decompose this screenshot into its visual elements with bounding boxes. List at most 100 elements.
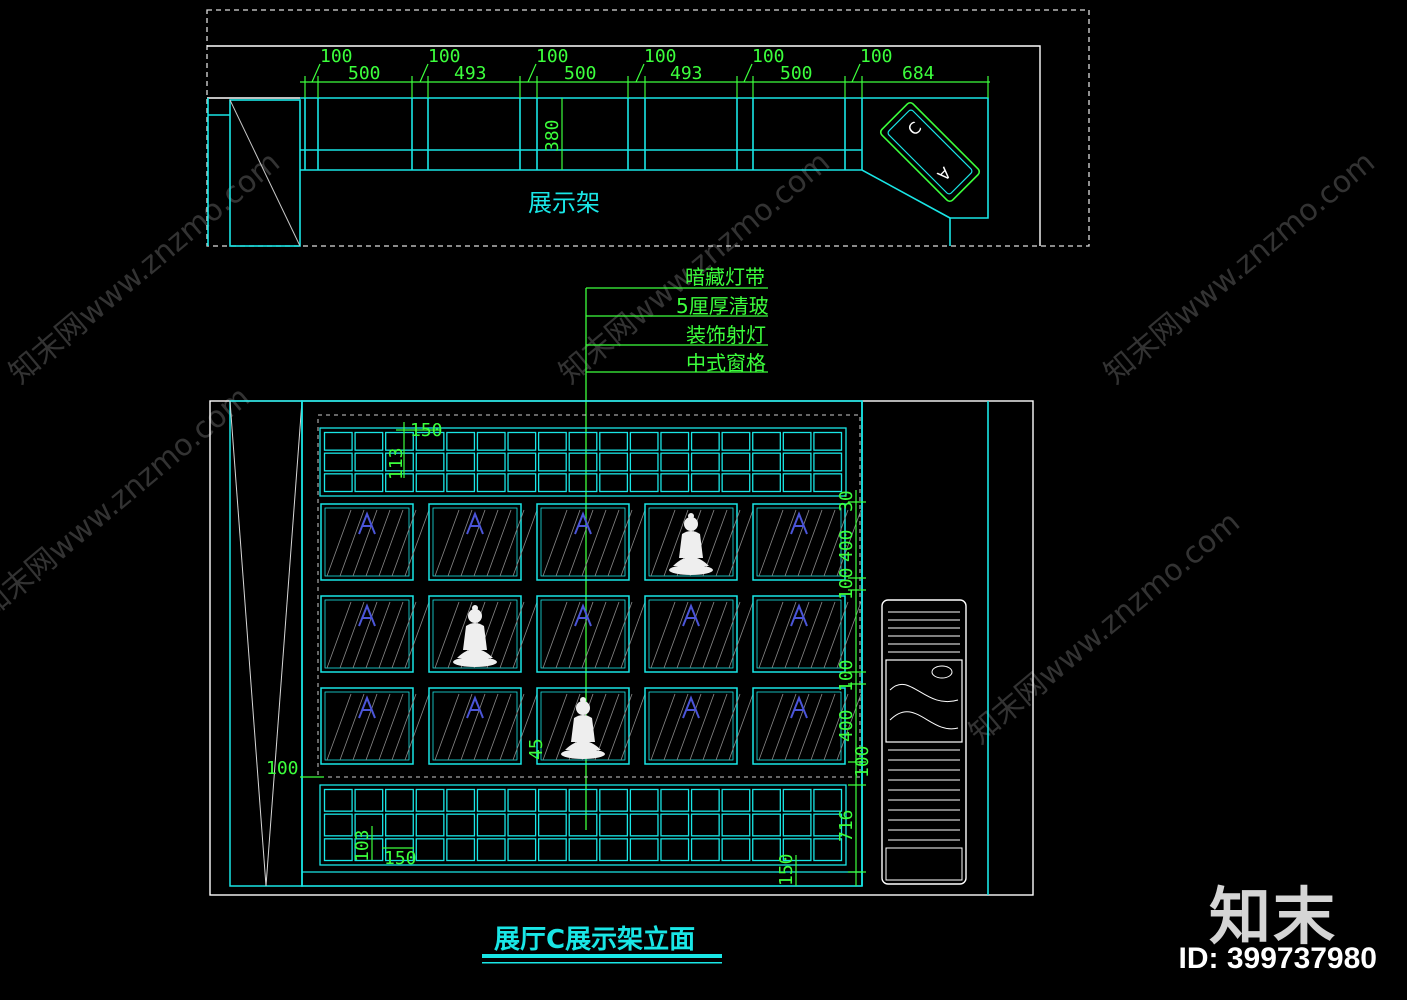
spotlight-marker-icon <box>574 603 592 627</box>
spotlight-marker-icon <box>358 511 376 535</box>
lattice-cell <box>721 452 751 472</box>
plan-width-dim: 500 <box>348 63 381 84</box>
lattice-cell <box>721 838 751 862</box>
plan-spacing-dim: 100 <box>752 46 785 67</box>
lattice-cell <box>476 452 506 472</box>
display-niche <box>320 687 430 765</box>
dim-bottom-103: 103 <box>352 829 373 862</box>
plan-width-dim: 500 <box>564 63 597 84</box>
brand-logo: 知末 <box>1208 880 1337 953</box>
lattice-cell <box>690 431 720 451</box>
lattice-cell <box>752 838 781 862</box>
dim-right: 150 <box>776 853 797 886</box>
display-niche <box>428 503 538 581</box>
display-niche <box>752 595 862 673</box>
lattice-cell <box>568 813 598 837</box>
elevation-title: 展厅C展示架立面 <box>494 924 695 955</box>
plan-depth-dim: 380 <box>542 119 563 152</box>
dim-right: 100 <box>852 745 873 778</box>
lattice-cell <box>415 452 445 472</box>
air-conditioner-icon <box>881 599 967 885</box>
lattice-cell <box>629 431 659 451</box>
display-niche <box>536 503 646 581</box>
lattice-cell <box>782 431 812 451</box>
lattice-cell <box>599 788 629 812</box>
lattice-cell <box>690 473 720 493</box>
display-niche <box>320 503 430 581</box>
lattice-cell <box>721 788 751 812</box>
lattice-cell <box>690 452 720 472</box>
lattice-cell <box>782 838 812 862</box>
lattice-cell <box>415 813 445 837</box>
buddha-statue-icon <box>453 605 497 667</box>
lattice-cell <box>568 838 598 862</box>
lattice-cell <box>446 431 476 451</box>
dim-top-cell-height: 113 <box>386 447 407 480</box>
plan-spacing-dim: 100 <box>644 46 677 67</box>
plan-spacing-dim: 100 <box>320 46 353 67</box>
dim-right: 100 <box>836 567 857 600</box>
display-niche <box>752 687 862 765</box>
lattice-cell <box>660 813 690 837</box>
plan-spacing-dim: 100 <box>536 46 569 67</box>
lattice-cell <box>354 431 384 451</box>
lattice-cell <box>782 452 812 472</box>
display-niche <box>536 687 646 765</box>
plan-view: C A 100 100 100 100 100 100 500 493 500 … <box>206 9 1090 247</box>
plan-width-dim: 493 <box>454 63 487 84</box>
buddha-statue-icon <box>669 513 713 575</box>
display-niches <box>320 503 862 765</box>
lattice-cell <box>446 813 476 837</box>
lattice-cell <box>660 473 690 493</box>
lattice-cell <box>782 813 812 837</box>
callout-clear-glass: 5厘厚清玻 <box>676 294 769 318</box>
lattice-cell <box>476 431 506 451</box>
watermark-text: 知末网www.znzmo.com <box>1098 145 1382 391</box>
spotlight-marker-icon <box>358 695 376 719</box>
buddha-statue-icon <box>561 697 605 759</box>
svg-text:A: A <box>934 163 955 184</box>
display-niche <box>428 595 538 673</box>
top-lattice <box>319 427 847 497</box>
watermark-text: 知末网www.znzmo.com <box>3 145 287 391</box>
lattice-cell <box>476 813 506 837</box>
lattice-frame <box>319 784 847 866</box>
plan-width-dim: 500 <box>780 63 813 84</box>
display-niche <box>536 595 646 673</box>
lattice-cell <box>354 473 384 493</box>
watermark-text: 知末网www.znzmo.com <box>963 505 1247 751</box>
lattice-cell <box>507 813 537 837</box>
dim-right: 716 <box>836 809 857 842</box>
lattice-cell <box>752 813 781 837</box>
display-niche <box>644 595 754 673</box>
lattice-cell <box>354 838 384 862</box>
spotlight-marker-icon <box>790 695 808 719</box>
spotlight-marker-icon <box>466 695 484 719</box>
display-niche <box>428 687 538 765</box>
lattice-cell <box>476 838 506 862</box>
lattice-cell <box>476 473 506 493</box>
dim-bottom-150: 150 <box>384 848 417 869</box>
lattice-cell <box>354 788 384 812</box>
lattice-cell <box>782 788 812 812</box>
lattice-cell <box>813 452 843 472</box>
lattice-cell <box>446 788 476 812</box>
lattice-cell <box>446 452 476 472</box>
lattice-cell <box>476 788 506 812</box>
lattice-cell <box>415 473 445 493</box>
lattice-cell <box>385 813 414 837</box>
callout-spotlight: 装饰射灯 <box>686 323 766 347</box>
dim-center-small: 45 <box>526 738 547 760</box>
lattice-cell <box>660 452 690 472</box>
lattice-cell <box>629 473 659 493</box>
lattice-cell <box>568 788 598 812</box>
spotlight-marker-icon <box>682 603 700 627</box>
lattice-cell <box>385 838 414 862</box>
lattice-cell <box>752 431 781 451</box>
lattice-cell <box>752 473 781 493</box>
lattice-cell <box>599 838 629 862</box>
lattice-cell <box>323 788 353 812</box>
display-niche <box>644 503 754 581</box>
lattice-cell <box>537 473 567 493</box>
lattice-cell <box>568 431 598 451</box>
